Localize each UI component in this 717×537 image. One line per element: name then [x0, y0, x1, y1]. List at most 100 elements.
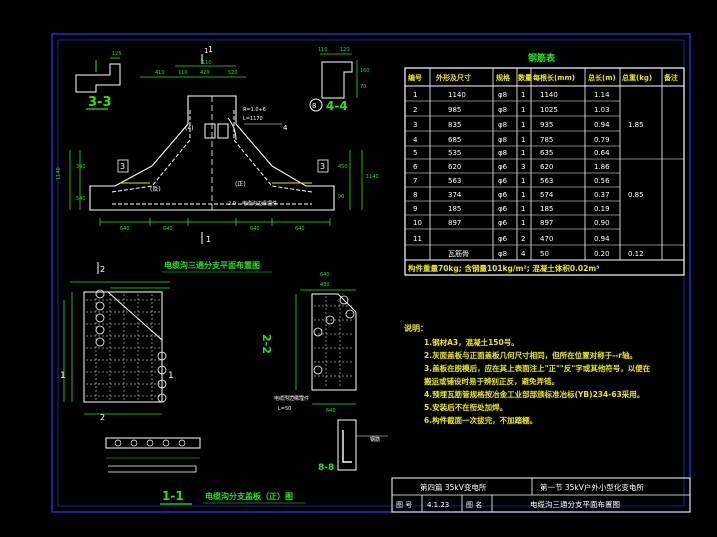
svg-text:480: 480 [320, 282, 330, 288]
title-section: 第一节 35kV户外小型化变电所 [540, 482, 644, 492]
rebar-cell: 1 [521, 177, 525, 185]
plan-view: 410 110 420 520 110 1 1 R=1.0+6 L=1170 4… [56, 45, 379, 273]
rebar-cell: 1.14 [594, 91, 610, 99]
svg-text:1140: 1140 [56, 167, 62, 180]
rebar-cell: 7 [413, 177, 417, 185]
section-1-1-label: 1-1 [162, 489, 184, 503]
svg-text:410: 410 [155, 70, 165, 76]
rebar-cell: 620 [540, 163, 553, 171]
rebar-cell: 1 [521, 149, 525, 157]
drawing-no: 4.1.23 [427, 501, 449, 509]
svg-text:R=1.0+6: R=1.0+6 [243, 107, 266, 113]
svg-text:640: 640 [163, 226, 173, 232]
svg-text:3: 3 [120, 162, 125, 171]
rebar-cell: 563 [540, 177, 553, 185]
section-2-2-label: 2-2 [260, 334, 273, 354]
svg-text:640: 640 [250, 226, 260, 232]
drawing-no-label: 图 号 [396, 501, 412, 509]
rebar-cell: 0.19 [594, 205, 610, 213]
rebar-cell: 3 [521, 163, 525, 171]
rebar-cell: 1 [521, 106, 525, 114]
svg-text:640: 640 [320, 272, 330, 278]
rebar-cell: 1025 [540, 106, 558, 114]
note-6: 6.构件截面一次拔完，不加踏棚。 [424, 415, 537, 425]
rebar-cell: 1 [521, 205, 525, 213]
slab-view-title: 电缆沟分支盖板（正）图 [205, 491, 293, 501]
note-4: 4.预埋瓦筋管规格按冶金工业部部颁标准冶标(YB)234-63采用。 [424, 389, 644, 399]
rebar-cell: φ8 [498, 136, 507, 144]
svg-text:390: 390 [76, 164, 86, 170]
svg-text:2: 2 [100, 265, 105, 274]
rebar-cell: 2 [521, 235, 525, 243]
note-5: 5.安装后不在衔处加焊。 [424, 402, 507, 412]
title-chapter: 第四篇 35kV变电所 [420, 482, 487, 492]
rebar-cell: 1.86 [594, 163, 610, 171]
section-4-4-detail: 110 120 160 70 8 4-4 [309, 47, 370, 113]
rebar-cell: 0.79 [594, 136, 610, 144]
svg-text:420: 420 [200, 70, 210, 76]
svg-text:L=50: L=50 [278, 406, 291, 412]
note-1: 1.钢材A3，混凝土150号。 [424, 337, 519, 347]
rebar-cell: 4 [521, 250, 526, 258]
rebar-cell: 1 [413, 91, 417, 99]
title-block: 第四篇 35kV变电所 第一节 35kV户外小型化变电所 图 号 4.1.23 … [391, 477, 691, 513]
rebar-cell: φ8 [498, 149, 507, 157]
rebar-cell: 785 [540, 136, 553, 144]
svg-text:总重(kg): 总重(kg) [622, 73, 652, 82]
drawing-border [51, 33, 691, 513]
rebar-cell: 4 [413, 136, 418, 144]
rebar-cell: 1 [521, 219, 525, 227]
rebar-cell: 985 [448, 106, 461, 114]
svg-text:1: 1 [206, 235, 211, 244]
rebar-cell: 0.37 [594, 191, 610, 199]
svg-text:1: 1 [204, 47, 208, 55]
rebar-cell: φ8 [498, 91, 507, 99]
svg-text:编号: 编号 [408, 73, 422, 82]
svg-text:4: 4 [283, 124, 288, 132]
svg-text:110: 110 [318, 47, 328, 53]
rebar-table: 钢筋表 编号 外形及尺寸 规格 数量 每根长(mm) [404, 52, 685, 276]
rebar-cell: 11 [413, 235, 422, 243]
rebar-cell: 1 [521, 121, 525, 129]
cut-mark-top: 1 [208, 45, 213, 54]
svg-text:110: 110 [202, 60, 212, 66]
rebar-cell: 0.56 [594, 177, 610, 185]
svg-text:1: 1 [168, 371, 174, 381]
rebar-cell: 3 [413, 121, 417, 129]
svg-text:450: 450 [338, 164, 348, 170]
note-3: 3.盖板在脱模后，应在其上表面注上"正""反"字或其他符号，以便在 [424, 363, 651, 373]
rebar-cell: 5 [413, 149, 417, 157]
slab-plan-view: 2 1 1 [60, 262, 306, 505]
svg-text:2.0: 2.0 [228, 201, 236, 207]
rebar-cell: 374 [448, 191, 462, 199]
rebar-cell: 685 [448, 136, 461, 144]
svg-text:电缆沟边缘埋件: 电缆沟边缘埋件 [242, 200, 277, 207]
rebar-cell: 9 [413, 205, 417, 213]
note-2: 2.灰面盖板与正面盖板几何尺寸相同，但所在位置对称于--r轴。 [424, 350, 637, 360]
rebar-cell: 10 [413, 219, 422, 227]
rebar-cell: φ8 [498, 106, 507, 114]
rebar-cell: 835 [448, 121, 461, 129]
rebar-cell: 6 [413, 163, 418, 171]
rebar-cell: 0.85 [628, 191, 644, 199]
svg-text:3: 3 [320, 162, 325, 171]
rebar-cell: 0.94 [594, 235, 610, 243]
section-4-4-label: 4-4 [326, 99, 348, 113]
rebar-cell: 8 [413, 191, 417, 199]
svg-text:总长(m): 总长(m) [588, 73, 616, 82]
rebar-cell: 瓦筋骨 [448, 249, 469, 258]
svg-text:640: 640 [295, 226, 305, 232]
section-3-3-label: 3-3 [88, 95, 112, 110]
section-2-2-detail: 640 480 2-2 640 电缆沟边缘埋件 L=50 [260, 272, 357, 414]
svg-text:1: 1 [60, 371, 66, 381]
rebar-table-summary: 构件重量70kg; 含钢量101kg/m²; 混凝土体积0.02m³ [408, 263, 599, 273]
rebar-cell: φ6 [498, 205, 508, 213]
rebar-cell: 1.85 [628, 121, 644, 129]
rebar-cell: 535 [448, 149, 461, 157]
rebar-cell: φ6 [498, 177, 508, 185]
svg-text:每根长(mm): 每根长(mm) [533, 73, 575, 82]
rebar-cell: 1 [521, 136, 525, 144]
section-3-3-detail: 125 3-3 [75, 51, 122, 110]
rebar-cell: 185 [448, 205, 461, 213]
